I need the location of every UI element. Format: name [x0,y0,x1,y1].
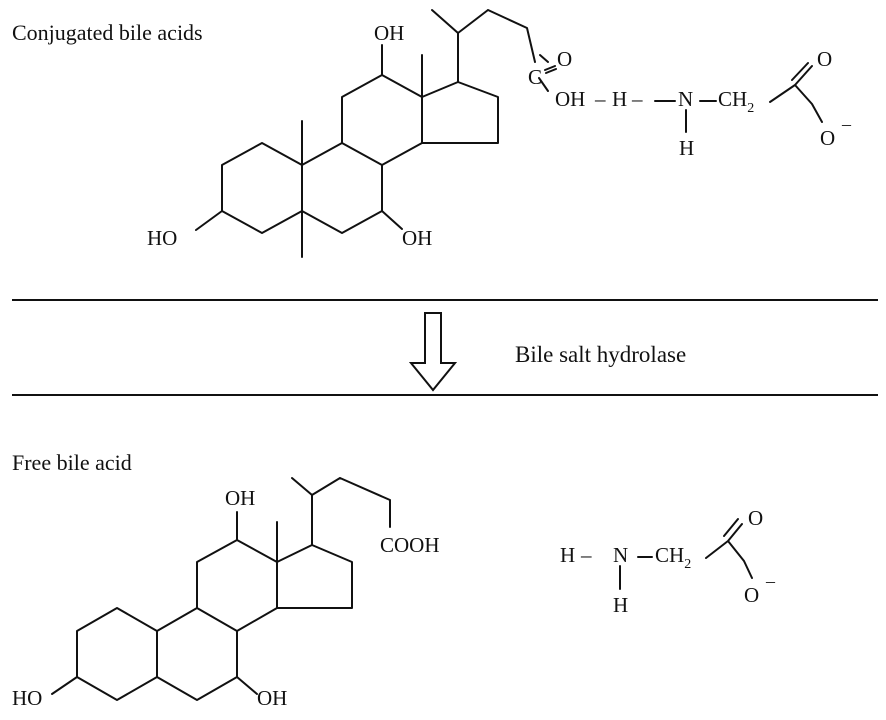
glycine-subscript-2: 2 [684,557,691,572]
free-glycine: H – N H CH2 O O – [560,506,776,617]
free-title: Free bile acid [12,450,132,475]
glycine-linkage: OH – H – N H CH2 O O – [555,47,852,160]
reaction-step: Bile salt hydrolase [12,299,878,396]
glycine-linkage-bonds [654,62,823,133]
linkage-oh-label: OH [555,87,585,111]
glycine-dash: – [580,543,592,567]
free-oh-c7-label: OH [257,686,287,710]
linkage-n-label: N [678,87,693,111]
glycine-n-label: N [613,543,628,567]
free-oh-c12-label: OH [225,486,255,510]
linkage-dash-1: – [594,87,606,111]
carbonyl-oxygen-label: O [557,47,572,71]
glycine-ch2-label: CH2 [655,543,691,572]
linkage-dash-2: – [631,87,643,111]
conjugated-steroid-skeleton [195,9,557,258]
conjugated-bile-acid: Conjugated bile acids OH HO OH C O [12,9,572,258]
linkage-o-top-label: O [817,47,832,71]
glycine-h-label: H [560,543,575,567]
linkage-nh-label: H [679,136,694,160]
cooh-label: COOH [380,533,440,557]
free-ho-c3-label: HO [12,686,42,710]
conjugated-title: Conjugated bile acids [12,20,203,45]
carbonyl-carbon-label: C [528,65,542,89]
linkage-negative-charge: – [841,114,852,134]
glycine-o-bottom-label: O [744,583,759,607]
free-bile-acid: Free bile acid OH COOH HO OH [12,450,440,710]
glycine-bonds [619,518,753,590]
linkage-ch-text: CH [718,87,747,111]
oh-c7-label: OH [402,226,432,250]
free-steroid-skeleton [51,477,391,701]
linkage-h-label: H [612,87,627,111]
hollow-down-arrow [408,312,458,392]
glycine-o-top-label: O [748,506,763,530]
glycine-nh-label: H [613,593,628,617]
linkage-subscript-2: 2 [747,101,754,116]
linkage-ch2-label: CH2 [718,87,754,116]
oh-c12-label: OH [374,21,404,45]
enzyme-label: Bile salt hydrolase [515,342,686,367]
linkage-o-bottom-label: O [820,126,835,150]
ho-c3-label: HO [147,226,177,250]
glycine-ch-text: CH [655,543,684,567]
glycine-negative-charge: – [765,571,776,591]
